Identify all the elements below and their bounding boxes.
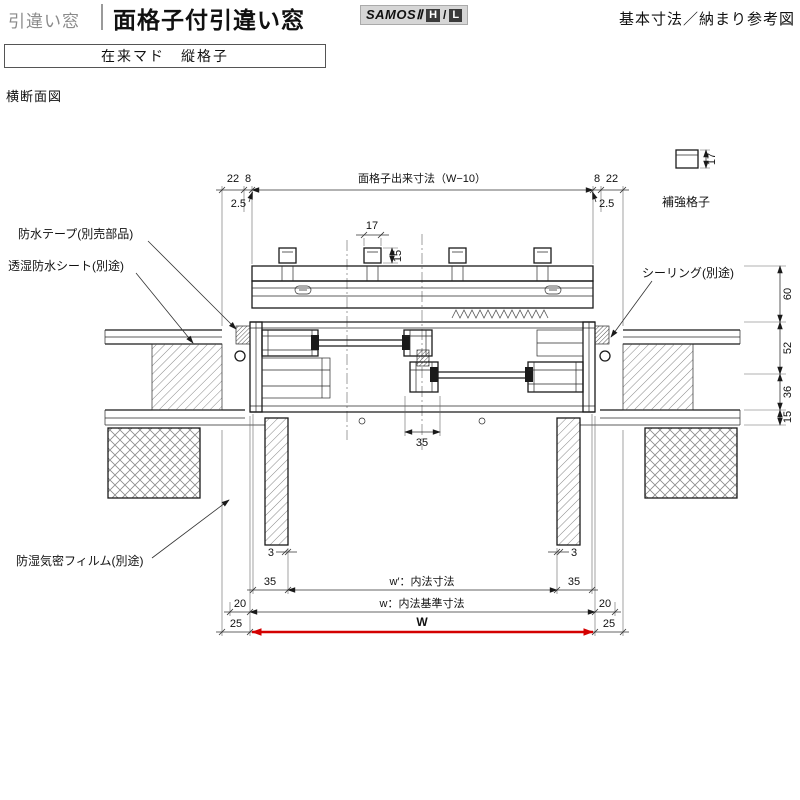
dim-bar-width: 17 (366, 220, 378, 232)
moisture-film-label: 防湿気密フィルム(別途) (16, 553, 144, 568)
corner-note: 基本寸法／納まり参考図 (618, 11, 795, 28)
window-frame-section (234, 321, 611, 425)
dim-25-right: 25 (603, 618, 615, 630)
dim-bar-depth: 15 (392, 250, 404, 262)
dim-v15: 15 (782, 411, 794, 423)
dim-reinforce-17: 17 (706, 153, 718, 165)
title-divider (101, 4, 103, 30)
dim-w-standard: w：内法基準寸法 (379, 596, 465, 610)
waterproof-tape-label: 防水テープ(別売部品) (18, 226, 133, 241)
dim-2-5-left: 2.5 (231, 198, 246, 210)
variant-box: 在来マド 縦格子 (4, 44, 326, 68)
dim-3-left: 3 (268, 547, 274, 559)
right-dimensions: 60 52 36 15 (744, 265, 794, 426)
series-grade-separator: / (443, 8, 447, 22)
callout-labels: 防水テープ(別売部品) 透湿防水シート(別途) 防湿気密フィルム(別途) シーリ… (8, 226, 734, 568)
dim-2-5-right: 2.5 (599, 198, 614, 210)
breathable-sheet-label: 透湿防水シート(別途) (8, 258, 124, 273)
dim-8-left: 8 (245, 173, 251, 185)
dim-grille-width-label: 面格子出来寸法（W−10） (358, 171, 486, 185)
interior-casings (264, 417, 581, 546)
dim-35-left: 35 (264, 576, 276, 588)
sealant-label: シーリング(別途) (642, 265, 734, 280)
dim-v36: 36 (782, 386, 794, 398)
view-label: 横断面図 (6, 89, 63, 104)
dim-w-mark: W (416, 615, 428, 629)
wall-section-right (580, 329, 741, 499)
dim-22-right: 22 (606, 173, 618, 185)
face-grille: 17 15 (251, 220, 594, 319)
dim-20-right: 20 (599, 598, 611, 610)
dim-20-left: 20 (234, 598, 246, 610)
dim-v52: 52 (782, 342, 794, 354)
dim-w-inner: w′：内法寸法 (388, 574, 454, 588)
dim-8-right: 8 (594, 173, 600, 185)
series-badge: SAMOSⅡ H / L (360, 5, 469, 25)
window-category-label: 引違い窓 (8, 12, 80, 31)
dim-center-35: 35 (416, 437, 428, 449)
dim-35-right: 35 (568, 576, 580, 588)
series-name: SAMOSⅡ (366, 7, 424, 22)
dim-3-right: 3 (571, 547, 577, 559)
variant-label: 在来マド 縦格子 (101, 48, 229, 64)
reinforced-grille-label: 補強格子 (662, 194, 710, 209)
center-dimension: 35 (404, 396, 441, 449)
reinforced-grille-detail: 17 補強格子 (662, 149, 718, 209)
dim-v60: 60 (782, 288, 794, 300)
dim-25-left: 25 (230, 618, 242, 630)
wall-section-left (104, 329, 265, 499)
bottom-dimensions: 3 3 35 w′：内法寸法 35 20 w：内法基準寸法 20 25 W 25 (216, 414, 629, 636)
top-dimensions: 22 8 面格子出来寸法（W−10） 8 22 2.5 2.5 (216, 171, 629, 326)
page-title: 面格子付引違い窓 (113, 7, 305, 33)
series-grade-h: H (426, 8, 441, 22)
dim-22-left: 22 (227, 173, 239, 185)
series-grade-l: L (449, 8, 463, 22)
